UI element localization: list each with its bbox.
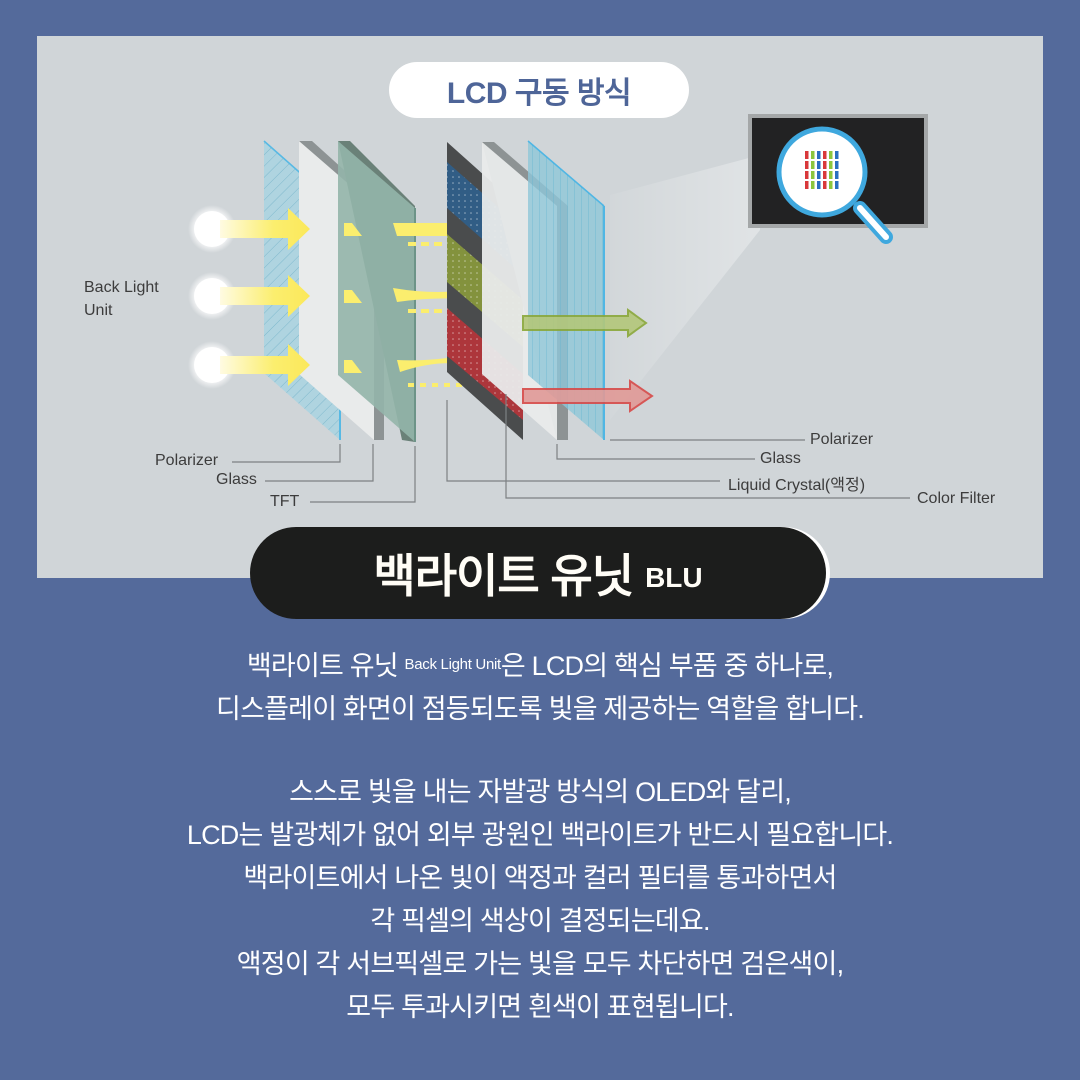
label-tft: TFT <box>270 493 300 510</box>
label-back-light-unit: Back Light Unit <box>84 279 159 319</box>
label-right-glass: Glass <box>760 450 801 467</box>
back-light-unit <box>188 205 362 389</box>
magnifier-icon <box>776 126 893 244</box>
intro-line-1: 백라이트 유닛 Back Light Unit은 LCD의 핵심 부품 중 하나… <box>246 651 834 681</box>
output-red-beam <box>522 379 654 413</box>
explanation-line: 스스로 빛을 내는 자발광 방식의 OLED와 달리, <box>289 777 792 807</box>
label-left-polarizer: Polarizer <box>155 452 219 469</box>
explanation-line: 액정이 각 서브픽셀로 가는 빛을 모두 차단하면 검은색이, <box>236 949 844 979</box>
page-title-text: LCD 구동 방식 <box>446 77 632 110</box>
section-heading: 백라이트 유닛 BLU <box>250 527 826 619</box>
explanation-line: 모두 투과시키면 흰색이 표현됩니다. <box>346 992 734 1022</box>
explanation-line: LCD는 발광체가 없어 외부 광원인 백라이트가 반드시 필요합니다. <box>186 820 894 850</box>
explanation-line: 백라이트에서 나온 빛이 액정과 컬러 필터를 통과하면서 <box>243 863 837 893</box>
tft-layer <box>338 141 416 442</box>
lcd-layer-diagram <box>188 114 928 503</box>
label-right-polarizer: Polarizer <box>810 431 874 448</box>
page-title: LCD 구동 방식 <box>389 62 689 118</box>
label-left-glass: Glass <box>216 471 257 488</box>
right-polarizer-layer <box>527 140 605 440</box>
section-heading-text: 백라이트 유닛 <box>373 550 634 602</box>
light-cone <box>610 155 760 420</box>
intro-paragraph: 백라이트 유닛 Back Light Unit은 LCD의 핵심 부품 중 하나… <box>0 645 1080 731</box>
leader-lines <box>232 394 910 503</box>
explanation-paragraph: 스스로 빛을 내는 자발광 방식의 OLED와 달리, LCD는 발광체가 없어… <box>0 771 1080 1029</box>
explanation-line: 각 픽셀의 색상이 결정되는데요. <box>370 906 710 936</box>
term-annotation: Back Light Unit <box>404 656 502 673</box>
intro-line-2: 디스플레이 화면이 점등되도록 빛을 제공하는 역할을 합니다. <box>216 694 865 724</box>
pixel-grid-icon <box>805 151 839 189</box>
section-heading-sub: BLU <box>645 562 703 593</box>
label-color-filter: Color Filter <box>917 490 996 507</box>
output-green-beam <box>522 308 648 338</box>
label-liquid-crystal: Liquid Crystal(액정) <box>728 477 866 494</box>
